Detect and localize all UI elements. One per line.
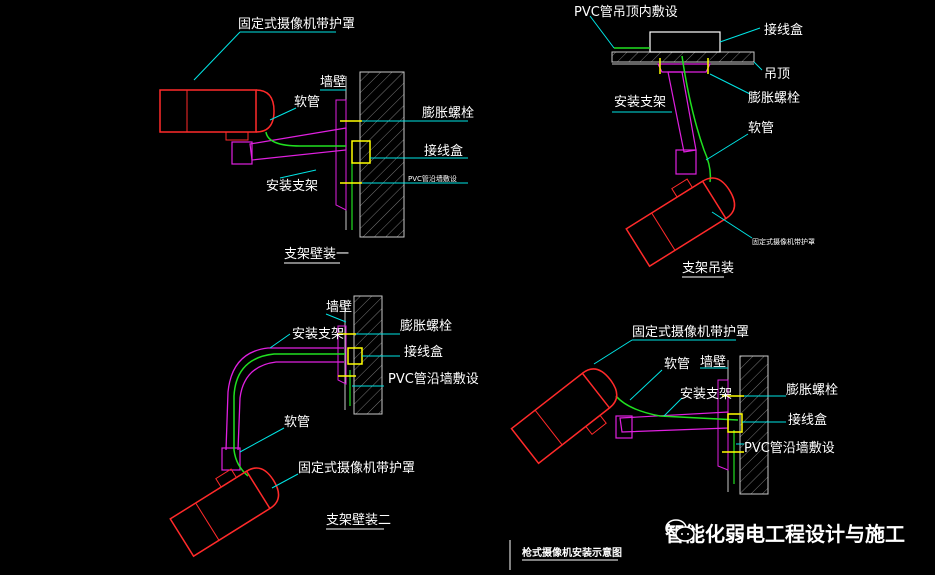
camera-line xyxy=(534,409,563,446)
junction-box xyxy=(649,31,721,53)
leader xyxy=(279,169,317,179)
camera xyxy=(169,467,280,558)
label-hose: 软管 xyxy=(294,95,320,110)
label-hose: 软管 xyxy=(748,121,774,136)
camera-lens xyxy=(702,177,736,220)
label-bracket: 安装支架 xyxy=(292,327,344,342)
bracket-arm xyxy=(619,411,729,433)
label-pvc: PVC管沿墙敷设 xyxy=(408,174,457,183)
label-camera: 固定式摄像机带护罩 xyxy=(752,237,815,246)
label-bolt: 膨胀螺栓 xyxy=(422,106,474,121)
caption-ceiling-mount: 支架吊装 xyxy=(682,261,734,276)
bracket-joint xyxy=(615,415,633,439)
leader xyxy=(325,313,347,323)
bracket-joint xyxy=(221,447,241,471)
watermark: 智能化弱电工程设计与施工 xyxy=(665,518,905,547)
label-junction-box: 接线盒 xyxy=(788,412,827,428)
hose xyxy=(265,131,346,147)
label-hose: 软管 xyxy=(284,415,310,430)
hose xyxy=(233,353,345,477)
leader xyxy=(629,369,663,401)
label-camera: 固定式摄像机带护罩 xyxy=(238,17,355,32)
bracket-joint xyxy=(231,141,253,165)
label-junction-box: 接线盒 xyxy=(764,22,803,38)
label-junction-box: 接线盒 xyxy=(424,143,463,159)
label-bracket: 安装支架 xyxy=(614,95,666,110)
label-bolt: 膨胀螺栓 xyxy=(400,319,452,334)
label-wall: 墙壁 xyxy=(700,355,726,370)
leader xyxy=(593,339,633,365)
leader xyxy=(589,15,615,49)
wall-section xyxy=(739,355,769,495)
hose xyxy=(681,55,712,183)
label-camera: 固定式摄像机带护罩 xyxy=(632,325,749,340)
panel-wall-mount-angled: 固定式摄像机带护罩 软管 墙壁 安装支架 膨胀螺栓 接线盒 PVC管沿墙敷设 xyxy=(510,325,838,495)
panel-wall-mount-1: 固定式摄像机带护罩 墙壁 软管 膨胀螺栓 接线盒 PVC管沿墙敷设 安装支架 支… xyxy=(159,17,474,264)
bracket-arm-inner xyxy=(237,361,344,451)
panel-ceiling-mount: PVC管吊顶内敷设 接线盒 吊顶 膨胀螺栓 安装支架 软管 固定式摄像机带护罩 … xyxy=(574,4,815,278)
junction-box xyxy=(727,413,743,433)
leader xyxy=(719,27,761,43)
label-pvc: PVC管吊顶内敷设 xyxy=(574,4,678,20)
label-bracket: 安装支架 xyxy=(680,387,732,402)
label-wall: 墙壁 xyxy=(326,300,352,315)
wall-section xyxy=(359,71,405,238)
panel-wall-mount-2: 墙壁 安装支架 膨胀螺栓 接线盒 PVC管沿墙敷设 软管 固定式摄像机带护罩 支… xyxy=(169,295,479,558)
bracket-plate xyxy=(337,325,347,385)
caption-wall-mount-2: 支架壁装二 xyxy=(326,513,391,528)
leader xyxy=(705,133,749,161)
caption-wall-mount-1: 支架壁装一 xyxy=(284,247,349,262)
bracket-plate xyxy=(335,99,347,211)
label-bolt: 膨胀螺栓 xyxy=(786,383,838,398)
camera-mount xyxy=(671,178,694,198)
diagram-title: 枪式摄像机安装示意图 xyxy=(522,546,622,559)
camera-housing xyxy=(625,180,727,268)
bracket-arm xyxy=(249,127,347,161)
camera-line xyxy=(651,212,676,251)
leader xyxy=(193,31,241,81)
wall-section xyxy=(353,295,383,415)
bracket-plate xyxy=(717,379,729,471)
bracket-arm xyxy=(225,347,344,451)
label-camera: 固定式摄像机带护罩 xyxy=(298,461,415,476)
leader xyxy=(711,211,753,239)
leader xyxy=(271,473,299,489)
label-bolt: 膨胀螺栓 xyxy=(748,91,800,106)
camera-housing xyxy=(159,89,257,133)
camera-housing xyxy=(510,372,611,465)
camera-mount xyxy=(585,414,607,435)
bracket-arm xyxy=(667,71,697,153)
camera-lens xyxy=(255,89,275,133)
leader xyxy=(709,73,751,95)
label-pvc: PVC管沿墙敷设 xyxy=(744,441,835,456)
label-pvc: PVC管沿墙敷设 xyxy=(388,372,479,387)
label-bracket: 安装支架 xyxy=(266,179,318,194)
label-wall: 墙壁 xyxy=(320,75,346,90)
junction-box xyxy=(351,140,371,164)
camera-mount xyxy=(225,131,249,141)
label-hose: 软管 xyxy=(664,357,690,372)
leader xyxy=(663,397,683,417)
watermark-text: 智能化弱电工程设计与施工 xyxy=(665,522,905,546)
camera-housing xyxy=(169,470,271,558)
leader xyxy=(269,107,297,121)
hose xyxy=(615,395,739,421)
wechat-icon xyxy=(665,519,695,542)
leader xyxy=(269,333,291,349)
camera xyxy=(510,368,618,465)
camera xyxy=(625,177,736,268)
label-junction-box: 接线盒 xyxy=(404,344,443,360)
camera-mount xyxy=(215,468,238,488)
leader xyxy=(753,61,763,71)
camera-lens xyxy=(581,368,618,409)
camera-line xyxy=(195,502,220,541)
bracket-joint xyxy=(675,149,697,175)
leader xyxy=(239,427,285,453)
camera-lens xyxy=(246,467,280,510)
label-ceiling: 吊顶 xyxy=(764,67,790,82)
